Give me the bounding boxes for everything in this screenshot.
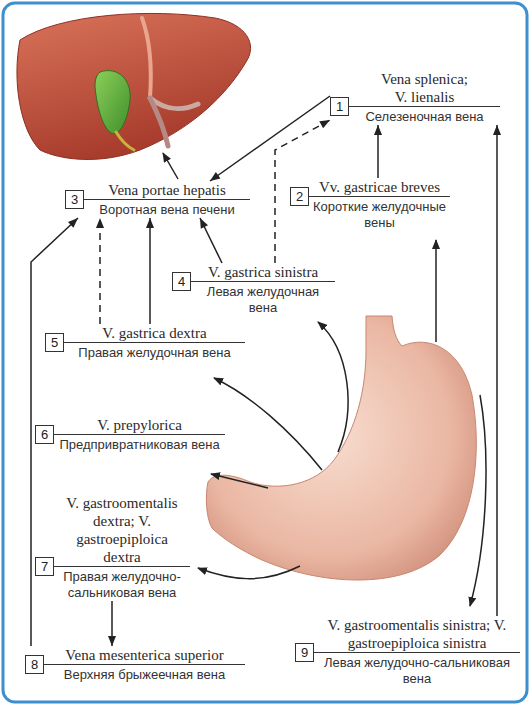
separator-line: V. prepylorica	[54, 416, 225, 435]
latin-name: Vena splenica; V. lienalis	[374, 70, 476, 106]
callout-number: 1	[330, 97, 349, 116]
vein-connector	[200, 218, 222, 263]
russian-name: Короткие желудочные вены	[309, 197, 450, 231]
callout-number: 6	[35, 425, 54, 444]
connector-line	[149, 218, 151, 324]
separator-line: V. gastrica sinistra	[191, 263, 335, 282]
connector-line	[496, 125, 498, 616]
arrow-head	[210, 172, 220, 181]
callout-number: 8	[25, 655, 44, 674]
leader-arrow	[211, 474, 268, 488]
label-column: Vena mesenterica superiorВерхняя брыжееч…	[44, 646, 245, 683]
vein-label: 9V. gastroomentalis sinistra; V. gastroe…	[295, 616, 520, 687]
connector-line	[210, 96, 330, 181]
leader-arrow	[163, 153, 178, 179]
vein-label: 6V. prepyloricaПредпривратниковая вена	[35, 416, 225, 453]
leader-arrow	[214, 378, 322, 470]
label-column: V. prepyloricaПредпривратниковая вена	[54, 416, 225, 453]
russian-name: Предпривратниковая вена	[54, 435, 225, 453]
vein-label: 5V. gastrica dextraПравая желудочная вен…	[45, 324, 245, 361]
label-column: V. gastroomentalis dextra; V. gastroepip…	[54, 494, 190, 601]
vein-label: 8Vena mesenterica superiorВерхняя брыжее…	[25, 646, 245, 683]
vein-label: 2Vv. gastricae brevesКороткие желудочные…	[290, 178, 450, 231]
leader-arrow	[470, 395, 486, 606]
callout-number: 2	[290, 187, 309, 206]
vein-connector	[96, 218, 104, 324]
connector-line	[200, 218, 222, 263]
latin-name: V. gastroomentalis dextra; V. gastroepip…	[54, 494, 190, 566]
leader-arrow	[198, 566, 300, 579]
vein-label: 7V. gastroomentalis dextra; V. gastroepi…	[35, 494, 190, 601]
latin-name: Vv. gastricae breves	[309, 178, 450, 196]
vein-connector	[374, 125, 382, 178]
arrow-head	[108, 636, 116, 646]
latin-name: Vena portae hepatis	[84, 181, 250, 199]
russian-name: Левая желудочная вена	[191, 282, 335, 316]
arrow-head	[68, 218, 78, 228]
liver-illustration	[17, 13, 251, 159]
label-column: Vena portae hepatisВоротная вена печени	[84, 181, 250, 218]
latin-name: V. prepylorica	[54, 416, 225, 434]
separator-line: V. gastroomentalis sinistra; V. gastroep…	[314, 616, 520, 653]
label-column: V. gastroomentalis sinistra; V. gastroep…	[314, 616, 520, 687]
label-column: Vv. gastricae brevesКороткие желудочные …	[309, 178, 450, 231]
leader-arrow	[435, 240, 437, 342]
separator-line: Vena mesenterica superior	[44, 646, 245, 665]
leader-arrow	[318, 322, 348, 452]
vein-connector	[146, 218, 154, 324]
separator-line: Vena portae hepatis	[84, 181, 250, 200]
separator-line: Vena splenica; V. lienalis	[349, 70, 500, 107]
callout-number: 9	[295, 643, 314, 662]
russian-name: Правая желудочно-сальниковая вена	[54, 567, 190, 601]
vein-connector	[493, 125, 501, 616]
russian-name: Воротная вена печени	[84, 200, 250, 218]
russian-name: Селезеночная вена	[349, 107, 500, 125]
arrow-head	[146, 218, 154, 228]
russian-name: Левая желудочно-сальниковая вена	[314, 653, 520, 687]
leader-arrows	[163, 153, 486, 606]
latin-name: V. gastrica dextra	[64, 324, 245, 342]
connector-line	[99, 218, 101, 324]
callout-number: 3	[65, 190, 84, 209]
vein-label: 4V. gastrica sinistraЛевая желудочная ве…	[172, 263, 335, 316]
label-column: Vena splenica; V. lienalisСелезеночная в…	[349, 70, 500, 125]
callout-number: 7	[35, 557, 54, 576]
arrow-head	[96, 218, 104, 228]
callout-number: 4	[172, 272, 191, 291]
callout-number: 5	[45, 333, 64, 352]
arrow-head	[493, 125, 501, 135]
label-column: V. gastrica dextraПравая желудочная вена	[64, 324, 245, 361]
frame	[3, 3, 527, 702]
separator-line: V. gastroomentalis dextra; V. gastroepip…	[54, 494, 190, 567]
separator-line: V. gastrica dextra	[64, 324, 245, 343]
russian-name: Верхняя брыжеечная вена	[44, 665, 245, 683]
russian-name: Правая желудочная вена	[64, 343, 245, 361]
vein-label: 1Vena splenica; V. lienalisСелезеночная …	[330, 70, 500, 125]
vein-connector	[108, 601, 116, 646]
arrow-head	[200, 218, 208, 229]
label-column: V. gastrica sinistraЛевая желудочная вен…	[191, 263, 335, 316]
arrow-head	[319, 120, 330, 128]
arrow-head	[374, 125, 382, 135]
vein-connector	[210, 96, 330, 181]
latin-name: Vena mesenterica superior	[44, 646, 245, 664]
vein-label: 3Vena portae hepatisВоротная вена печени	[65, 181, 250, 218]
separator-line: Vv. gastricae breves	[309, 178, 450, 197]
latin-name: V. gastrica sinistra	[191, 263, 335, 281]
latin-name: V. gastroomentalis sinistra; V. gastroep…	[314, 616, 520, 652]
stomach-illustration	[206, 316, 476, 580]
